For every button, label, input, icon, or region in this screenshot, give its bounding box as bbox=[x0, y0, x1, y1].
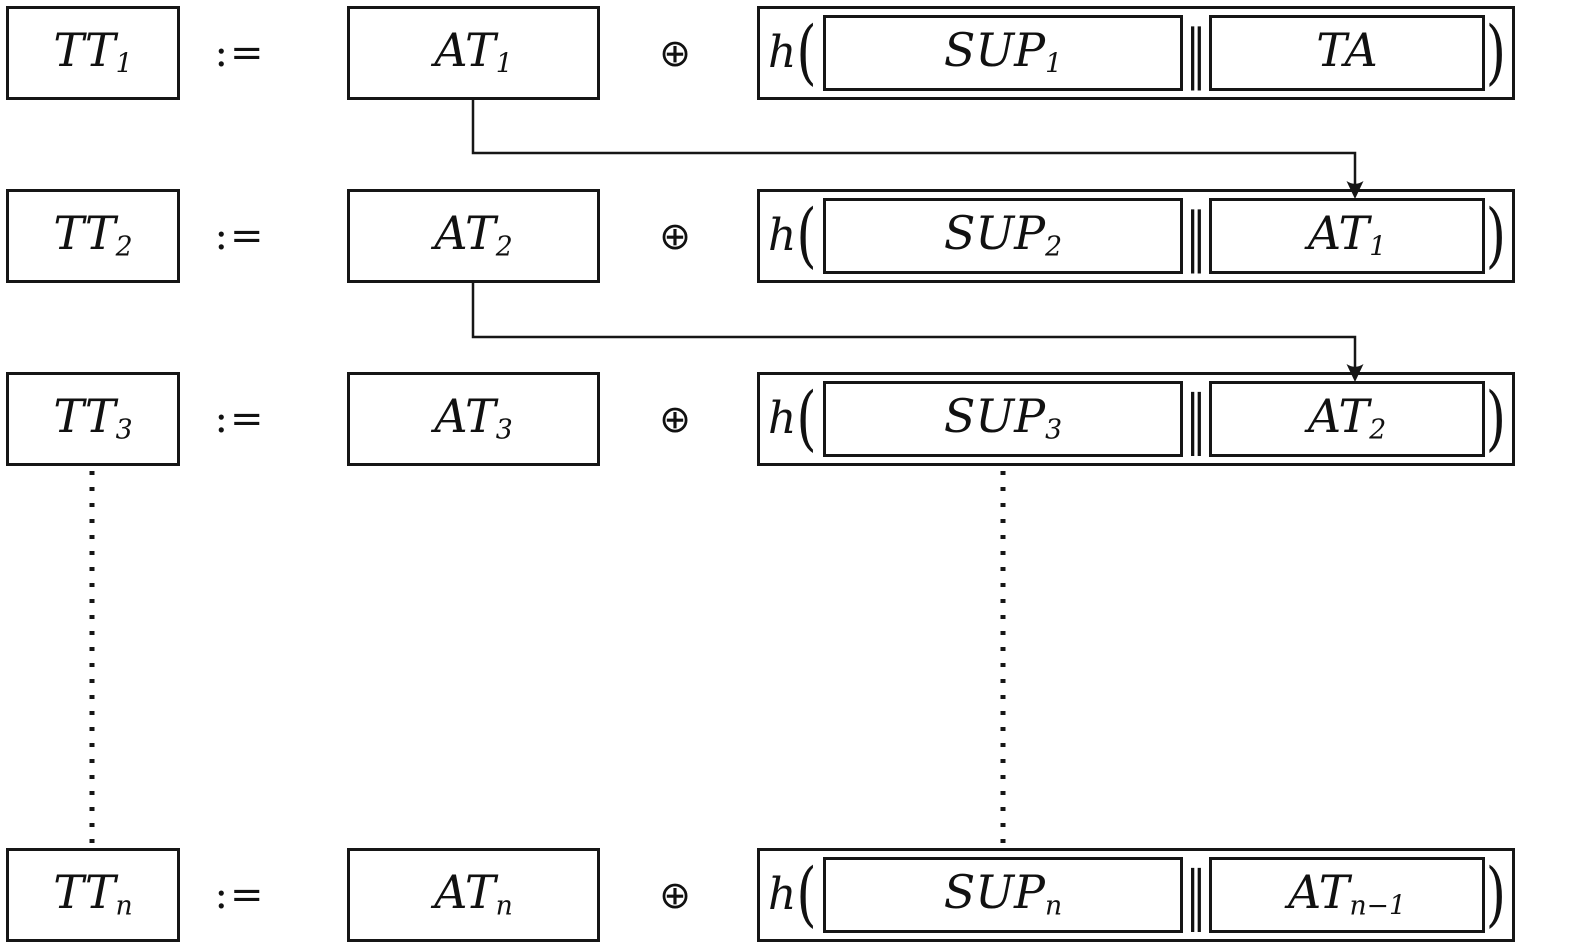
concat-operator: ∥ bbox=[1185, 857, 1207, 933]
connector-at1-to-row2 bbox=[471, 100, 1357, 186]
arg-box: ATn−1 bbox=[1209, 857, 1485, 933]
sup-label: SUP1 bbox=[943, 23, 1063, 80]
sup-label: SUP2 bbox=[943, 206, 1063, 263]
hash-box: h( SUP2 ∥ AT1 ) bbox=[757, 189, 1515, 283]
at-box: AT3 bbox=[347, 372, 600, 466]
hash-function-label: h( bbox=[768, 378, 817, 460]
open-paren: ( bbox=[796, 12, 817, 94]
close-paren: ) bbox=[1485, 378, 1506, 460]
arg-label: AT2 bbox=[1307, 389, 1387, 446]
xor-operator: ⊕ bbox=[659, 214, 691, 258]
assign-operator: := bbox=[214, 872, 266, 918]
hash-function-label: h( bbox=[768, 195, 817, 277]
at-box: AT2 bbox=[347, 189, 600, 283]
arg-label: ATn−1 bbox=[1288, 865, 1406, 922]
xor-operator: ⊕ bbox=[659, 397, 691, 441]
at-label: AT1 bbox=[434, 23, 513, 80]
at-label: AT2 bbox=[434, 206, 513, 263]
arg-box: TA bbox=[1209, 15, 1485, 91]
arg-label: TA bbox=[1316, 23, 1378, 78]
concat-operator: ∥ bbox=[1185, 198, 1207, 274]
hash-function-label: h( bbox=[768, 12, 817, 94]
tt-label: TT2 bbox=[53, 206, 133, 263]
sup-label: SUP3 bbox=[943, 389, 1063, 446]
hash-function-label: h( bbox=[768, 854, 817, 936]
tt-box: TT1 bbox=[6, 6, 180, 100]
tt-label: TTn bbox=[53, 865, 133, 922]
close-paren: ) bbox=[1485, 195, 1506, 277]
equation-row-n: TTn := ATn ⊕ h( SUPn ∥ ATn−1 ) bbox=[0, 848, 1578, 942]
open-paren: ( bbox=[796, 378, 817, 460]
arg-box: AT2 bbox=[1209, 381, 1485, 457]
connector-at2-to-row3 bbox=[471, 283, 1357, 369]
equation-row-1: TT1 := AT1 ⊕ h( SUP1 ∥ TA ) bbox=[0, 6, 1578, 100]
close-paren-wrap: ) bbox=[1486, 375, 1506, 463]
arg-label: AT1 bbox=[1307, 206, 1387, 263]
close-paren-wrap: ) bbox=[1486, 851, 1506, 939]
hash-box: h( SUP3 ∥ AT2 ) bbox=[757, 372, 1515, 466]
hash-box: h( SUP1 ∥ TA ) bbox=[757, 6, 1515, 100]
xor-operator: ⊕ bbox=[659, 873, 691, 917]
concat-operator: ∥ bbox=[1185, 15, 1207, 91]
tt-box: TT2 bbox=[6, 189, 180, 283]
sup-box: SUP1 bbox=[823, 15, 1183, 91]
arg-box: AT1 bbox=[1209, 198, 1485, 274]
tt-label: TT3 bbox=[53, 389, 133, 446]
sup-box: SUPn bbox=[823, 857, 1183, 933]
sup-box: SUP2 bbox=[823, 198, 1183, 274]
hash-box: h( SUPn ∥ ATn−1 ) bbox=[757, 848, 1515, 942]
close-paren: ) bbox=[1485, 12, 1506, 94]
xor-operator: ⊕ bbox=[659, 31, 691, 75]
assign-operator: := bbox=[214, 213, 266, 259]
assign-operator: := bbox=[214, 30, 266, 76]
equation-row-2: TT2 := AT2 ⊕ h( SUP2 ∥ AT1 ) bbox=[0, 189, 1578, 283]
concat-operator: ∥ bbox=[1185, 381, 1207, 457]
sup-label: SUPn bbox=[943, 865, 1063, 922]
tt-box: TT3 bbox=[6, 372, 180, 466]
tt-label: TT1 bbox=[53, 23, 133, 80]
at-box: AT1 bbox=[347, 6, 600, 100]
open-paren: ( bbox=[796, 195, 817, 277]
at-label: ATn bbox=[434, 865, 513, 922]
sup-box: SUP3 bbox=[823, 381, 1183, 457]
at-label: AT3 bbox=[434, 389, 513, 446]
tt-box: TTn bbox=[6, 848, 180, 942]
at-box: ATn bbox=[347, 848, 600, 942]
close-paren-wrap: ) bbox=[1486, 192, 1506, 280]
equation-row-3: TT3 := AT3 ⊕ h( SUP3 ∥ AT2 ) bbox=[0, 372, 1578, 466]
close-paren-wrap: ) bbox=[1486, 9, 1506, 97]
assign-operator: := bbox=[214, 396, 266, 442]
close-paren: ) bbox=[1485, 854, 1506, 936]
open-paren: ( bbox=[796, 854, 817, 936]
